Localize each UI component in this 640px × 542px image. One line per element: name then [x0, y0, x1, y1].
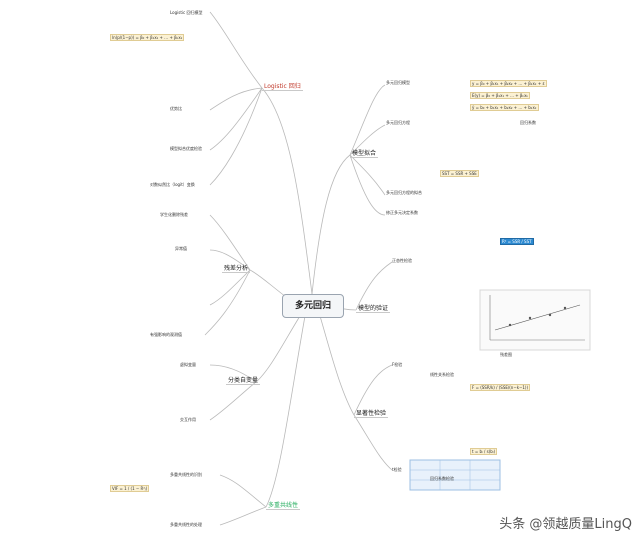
- node-normality[interactable]: 正态性检验: [392, 258, 412, 263]
- formula-expectation: E(y) = β₀ + β₁x₁ + … + βₖxₖ: [470, 92, 531, 99]
- node-transform[interactable]: 对数似然比（logit）变换: [150, 182, 195, 187]
- node-goodness[interactable]: 多元回归方程的拟合: [386, 190, 422, 195]
- node-influence[interactable]: 有强影响的观测值: [150, 332, 182, 337]
- node-interaction[interactable]: 交互作用: [180, 417, 196, 422]
- node-model-form[interactable]: 多元回归方程: [386, 120, 410, 125]
- node-detect[interactable]: 多重共线性的识别: [170, 472, 202, 477]
- branch-logistic[interactable]: Logistic 回归: [262, 83, 303, 91]
- node-fit-test[interactable]: 模型拟合优度检验: [170, 146, 202, 151]
- node-adj-r2[interactable]: 修正多元决定系数: [386, 210, 418, 215]
- node-fit-estimate[interactable]: 回归系数: [520, 120, 536, 125]
- node-handle[interactable]: 多重共线性的处理: [170, 522, 202, 527]
- formula-estimated: ŷ = b₀ + b₁x₁ + b₂x₂ + … + bₖxₖ: [470, 104, 539, 111]
- formula-sst: SST = SSR + SSE: [440, 170, 479, 177]
- node-param-est[interactable]: 多元回归模型: [386, 80, 410, 85]
- formula-t: t = bᵢ / s(bᵢ): [470, 448, 498, 455]
- branch-multicollinear[interactable]: 多重共线性: [266, 502, 301, 510]
- node-odds-ratio[interactable]: 优势比: [170, 106, 182, 111]
- node-dummy-var[interactable]: 虚拟变量: [180, 362, 196, 367]
- node-t-test[interactable]: t检验: [392, 467, 402, 472]
- anova-table: [409, 459, 501, 491]
- node-outlier[interactable]: 异常值: [175, 246, 187, 251]
- root-node[interactable]: 多元回归: [282, 294, 344, 318]
- node-studentized[interactable]: 学生化删除残差: [160, 212, 188, 217]
- formula-logit: ln(p/(1−p)) = β₀ + β₁x₁ + … + βₖxₖ: [110, 34, 185, 41]
- node-plot-title: 残差图: [500, 352, 512, 357]
- branch-model-diag[interactable]: 模型的验证: [356, 305, 391, 313]
- formula-r2: R² = SSR / SST: [500, 238, 534, 245]
- watermark-background: [426, 508, 636, 532]
- branch-significance[interactable]: 显著性检验: [354, 410, 389, 418]
- watermark: 头条 @领越质量LingQ: [499, 517, 632, 532]
- branch-dummy[interactable]: 分类自变量: [226, 377, 261, 385]
- residual-plot: [479, 289, 591, 351]
- node-f-test[interactable]: F检验: [392, 362, 403, 367]
- node-coef-test[interactable]: 回归系数检验: [430, 476, 454, 481]
- formula-f: F = (SSR/k) / (SSE/(n−k−1)): [470, 384, 531, 391]
- node-odds[interactable]: Logistic 回归模型: [170, 10, 203, 15]
- formula-vif: VIF = 1 / (1 − R²ⱼ): [110, 485, 150, 492]
- node-linear-rel[interactable]: 线性关系检验: [430, 372, 454, 377]
- branch-residual[interactable]: 残差分析: [222, 265, 251, 273]
- branch-modeling[interactable]: 模型拟合: [350, 150, 379, 158]
- formula-model: y = β₀ + β₁x₁ + β₂x₂ + … + βₖxₖ + ε: [470, 80, 547, 87]
